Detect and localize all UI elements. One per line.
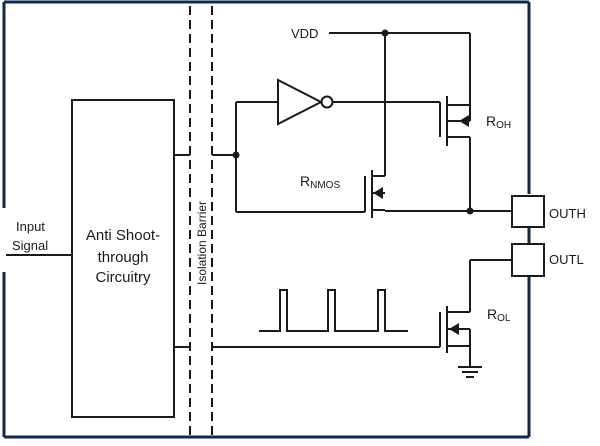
outl-label: OUTL <box>549 252 584 267</box>
package-outline <box>2 0 531 439</box>
pulldown-nmos-transistor <box>439 306 471 353</box>
pullup-nmos-transistor <box>236 167 386 218</box>
ground-icon <box>458 346 482 378</box>
input-label-line2: Signal <box>12 238 48 253</box>
pwm-waveform <box>259 289 408 332</box>
rnmos-label: RNMOS <box>300 173 340 191</box>
vdd-label: VDD <box>291 26 318 41</box>
block-label-line3: Circuitry <box>96 269 151 286</box>
roh-label: ROH <box>486 113 511 131</box>
inverter-symbol <box>277 78 334 126</box>
anti-shoot-through-block <box>71 99 175 418</box>
isolation-barrier-label: Isolation Barrier <box>195 201 209 285</box>
rol-label: ROL <box>487 306 511 324</box>
outh-label: OUTH <box>549 206 586 221</box>
outl-pin <box>511 243 545 277</box>
junction-dot <box>232 151 240 159</box>
isolation-barrier <box>189 6 213 435</box>
block-label-line2: through <box>98 249 149 266</box>
pullup-pmos-transistor <box>439 92 471 146</box>
block-label-line1: Anti Shoot- <box>86 227 160 244</box>
junction-dot <box>466 207 474 215</box>
outh-pin <box>511 195 545 228</box>
input-label-line1: Input <box>16 219 45 234</box>
